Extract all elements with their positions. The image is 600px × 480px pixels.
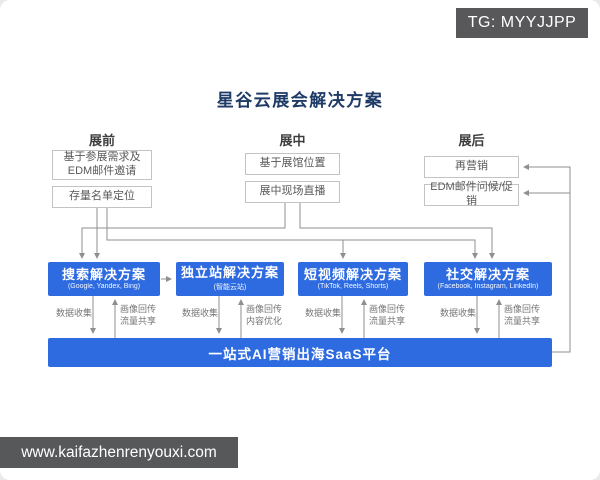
saas-platform-bar: 一站式AI营销出海SaaS平台 xyxy=(48,338,552,367)
solution-social: 社交解决方案 (Facebook, Instagram, LinkedIn) xyxy=(424,262,552,296)
solution-social-title: 社交解决方案 xyxy=(445,266,530,282)
saas-platform-label: 一站式AI营销出海SaaS平台 xyxy=(208,346,392,362)
label-collect-social: 数据收集 xyxy=(439,308,476,318)
label-feedback-site: 画像回传 内容优化 xyxy=(246,304,283,327)
label-collect-search: 数据收集 xyxy=(55,308,92,318)
solution-social-subtitle: (Facebook, Instagram, LinkedIn) xyxy=(437,283,539,291)
solution-shortvideo-subtitle: (TikTok, Reels, Shorts) xyxy=(317,283,389,291)
solution-shortvideo: 短视频解决方案 (TikTok, Reels, Shorts) xyxy=(298,262,408,296)
solution-site: 独立站解决方案 (智能云站) xyxy=(176,262,284,296)
label-feedback-search: 画像回传 流量共享 xyxy=(120,304,157,327)
arrow-list-to-social xyxy=(106,208,478,259)
solution-shortvideo-title: 短视频解决方案 xyxy=(303,266,402,282)
box-remarketing: 再营销 xyxy=(424,156,519,178)
arrow-live-to-search xyxy=(79,203,286,259)
solution-search-subtitle: (Google, Yandex, Bing) xyxy=(67,283,141,291)
box-edm-followup: EDM邮件问候/促销 xyxy=(424,181,519,207)
box-venue-location: 基于展馆位置 xyxy=(245,153,340,175)
label-feedback-social: 画像回传 流量共享 xyxy=(504,304,541,327)
solution-site-subtitle: (智能云站) xyxy=(213,283,247,291)
telegram-badge: TG: MYYJJPP xyxy=(456,8,588,38)
box-existing-list: 存量名单定位 xyxy=(52,186,152,208)
label-collect-shortvideo: 数据收集 xyxy=(304,308,341,318)
box-live-stream: 展中现场直播 xyxy=(245,181,340,203)
label-collect-site: 数据收集 xyxy=(181,308,218,318)
solution-search: 搜索解决方案 (Google, Yandex, Bing) xyxy=(48,262,160,296)
solution-search-title: 搜索解决方案 xyxy=(61,266,146,282)
page-title: 星谷云展会解决方案 xyxy=(216,91,384,110)
box-edm-invite: 基于参展需求及 EDM邮件邀请 xyxy=(52,150,152,180)
stage-header-pre-show: 展前 xyxy=(88,133,115,148)
watermark-url: www.kaifazhenrenyouxi.com xyxy=(0,437,238,468)
stage-header-mid-show: 展中 xyxy=(279,133,306,148)
label-feedback-shortvideo: 画像回传 流量共享 xyxy=(369,304,406,327)
arrow-live-to-social xyxy=(299,203,495,259)
stage-header-post-show: 展后 xyxy=(458,133,485,148)
solution-site-title: 独立站解决方案 xyxy=(180,265,279,281)
